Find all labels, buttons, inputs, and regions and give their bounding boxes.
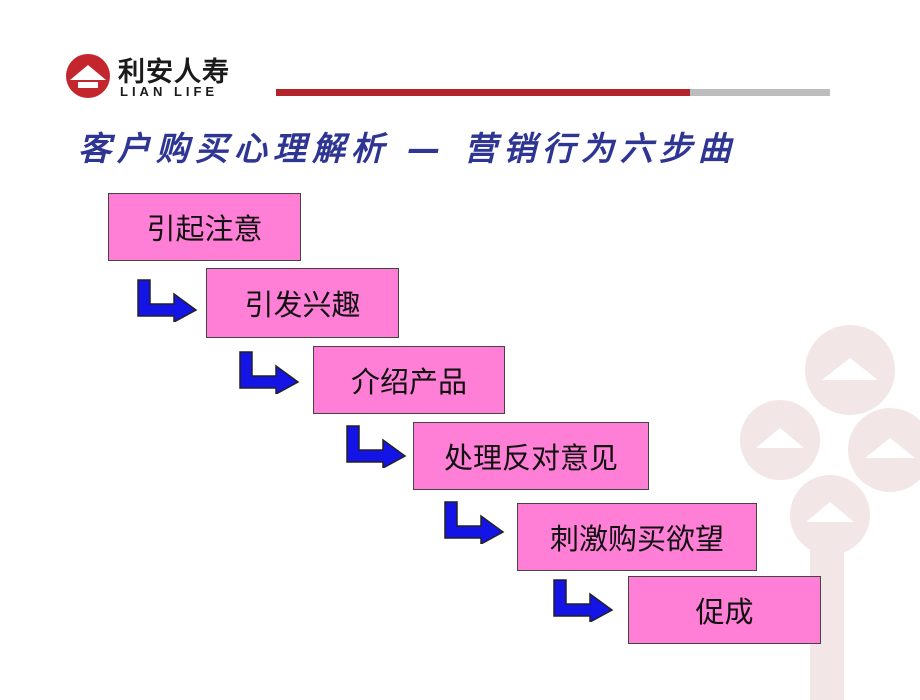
- header-rule-red: [276, 89, 690, 96]
- flow-arrow-2-icon: [239, 351, 300, 394]
- step-4-handle-objections: 处理反对意见: [413, 422, 649, 490]
- company-logo: 利安人寿 LIAN LIFE: [64, 50, 264, 102]
- slide-title: 客户购买心理解析 — 营销行为六步曲: [78, 129, 737, 168]
- step-2-arouse-interest: 引发兴趣: [206, 268, 399, 338]
- step-1-attract-attention: 引起注意: [108, 193, 301, 261]
- step-5-stimulate-desire: 刺激购买欲望: [517, 503, 757, 571]
- logo-english-text: LIAN LIFE: [120, 84, 219, 99]
- flow-arrow-5-icon: [553, 579, 614, 622]
- header-rule-grey: [690, 89, 830, 96]
- logo-chinese-text: 利安人寿: [118, 57, 230, 88]
- step-3-introduce-product: 介绍产品: [313, 346, 505, 414]
- flow-arrow-4-icon: [444, 501, 505, 544]
- flow-arrow-1-icon: [137, 279, 198, 322]
- flow-arrow-3-icon: [346, 425, 407, 468]
- watermark-tree-graphic: [740, 325, 920, 700]
- lian-life-logo-icon: [66, 54, 110, 98]
- step-6-close-deal: 促成: [628, 576, 821, 644]
